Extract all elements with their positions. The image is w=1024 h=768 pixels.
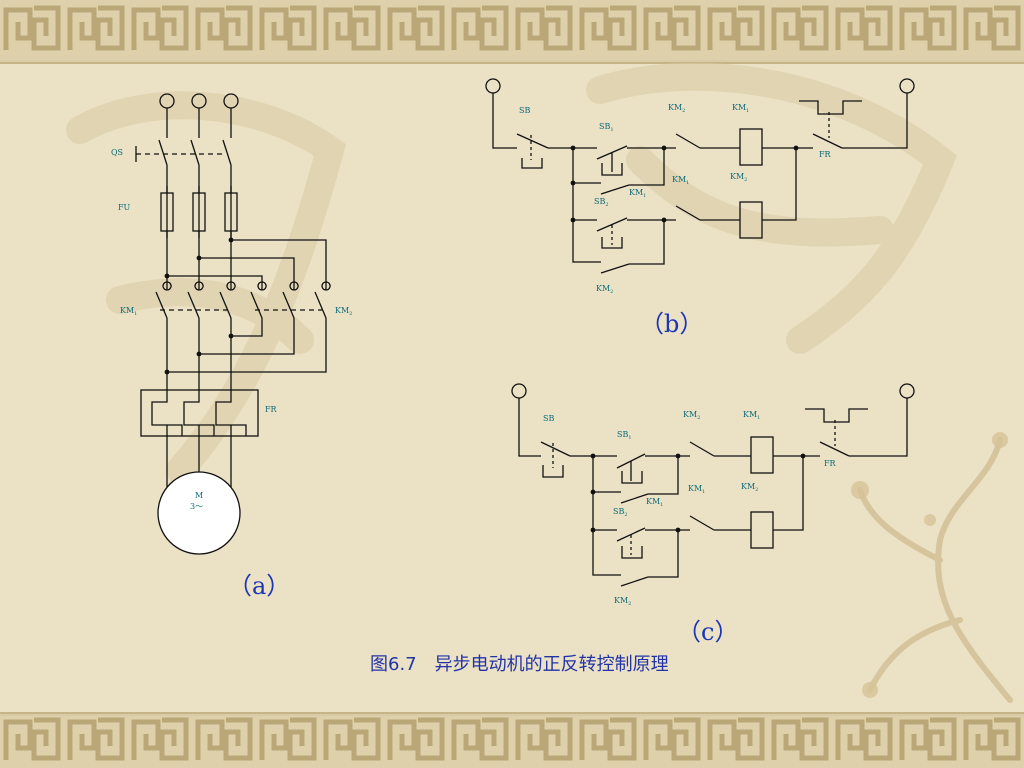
label-km1-mid-c: KM1: [688, 484, 705, 495]
label-sb1-b: SB1: [599, 122, 614, 133]
label-km1-a: KM1: [120, 306, 137, 317]
label-sb-b: SB: [519, 106, 530, 115]
figure-caption: 图6.7 异步电动机的正反转控制原理: [370, 654, 669, 675]
sb-stop-b: [516, 133, 549, 149]
fret-pattern-icon: [0, 0, 1024, 60]
bottom-border-band: [0, 712, 1024, 768]
label-km2-hold-b: KM2: [596, 284, 613, 295]
label-km2-hold-c: KM2: [614, 596, 631, 607]
plum-blossom-branch-icon: [857, 437, 1013, 703]
motor: [157, 471, 241, 555]
label-fr-b: FR: [819, 150, 832, 159]
label-km1-hold-b: KM1: [629, 188, 646, 199]
label-km2-mid-c: KM2: [741, 482, 758, 493]
label-motor: M: [195, 491, 203, 500]
caption-a: （a）: [228, 572, 291, 600]
top-border-band: [0, 0, 1024, 64]
label-fr-a: FR: [265, 405, 278, 414]
caption-b: （b）: [640, 310, 704, 338]
label-km2-mid-b: KM2: [730, 172, 747, 183]
label-km1-top-c: KM1: [743, 410, 760, 421]
label-sb2-c: SB2: [613, 507, 628, 518]
caption-c: （c）: [677, 618, 739, 646]
label-sb1-c: SB1: [617, 430, 632, 441]
label-km2-top-b: KM2: [668, 103, 685, 114]
label-km2-top-c: KM2: [683, 410, 700, 421]
label-km2-a: KM2: [335, 306, 352, 317]
label-sb2-b: SB2: [594, 197, 609, 208]
label-fr-c: FR: [824, 459, 837, 468]
label-km1-mid-b: KM1: [672, 175, 689, 186]
label-qs: QS: [111, 148, 123, 157]
label-motor-phase: 3～: [190, 502, 203, 511]
label-fu: FU: [118, 203, 131, 212]
fret-pattern-icon: [0, 716, 1024, 768]
label-sb-c: SB: [543, 414, 554, 423]
label-km1-hold-c: KM1: [646, 497, 663, 508]
label-km1-top-b: KM1: [732, 103, 749, 114]
